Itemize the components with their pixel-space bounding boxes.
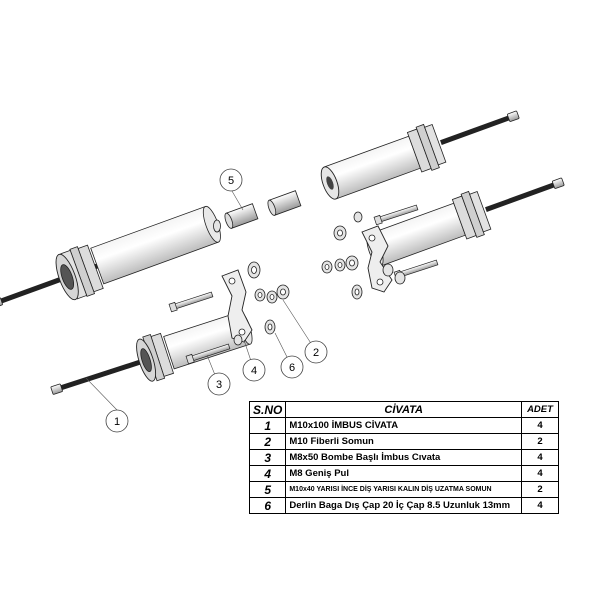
row-description: M10 Fiberli Somun	[285, 433, 522, 450]
row-quantity: 4	[521, 497, 559, 514]
frame-slider-right	[366, 177, 565, 267]
table-header-row: S.NO CİVATA ADET	[248, 401, 559, 418]
callout-label: 6	[289, 362, 295, 374]
frame-slider-upper-right	[320, 110, 520, 200]
extension-nut-pair	[224, 190, 302, 229]
callout-label: 1	[114, 416, 120, 428]
row-description: M8x50 Bombe Başlı İmbus Cıvata	[285, 449, 522, 466]
callout-5: 5	[219, 168, 243, 192]
row-quantity: 2	[521, 433, 559, 450]
header-no: S.NO	[248, 401, 287, 418]
row-number: 3	[248, 449, 287, 466]
callout-4: 4	[242, 358, 266, 382]
row-number: 5	[248, 481, 287, 498]
mounting-bracket-left	[221, 269, 253, 343]
callout-label: 5	[228, 175, 234, 187]
table-row: 6 Derlin Baga Dış Çap 20 İç Çap 8.5 Uzun…	[248, 497, 559, 514]
callout-label: 2	[313, 347, 319, 359]
row-quantity: 4	[521, 465, 559, 482]
frame-slider-lower-left	[50, 311, 253, 395]
row-quantity: 4	[521, 449, 559, 466]
table-row: 1 M10x100 İMBUS CİVATA 4	[248, 417, 559, 434]
callout-1: 1	[105, 409, 129, 433]
row-number: 4	[248, 465, 287, 482]
table-row: 2 M10 Fiberli Somun 2	[248, 433, 559, 450]
table-row: 5 M10x40 YARISI İNCE DİŞ YARISI KALIN Dİ…	[248, 481, 559, 498]
frame-slider-upper-left	[0, 205, 221, 309]
header-description: CİVATA	[285, 401, 522, 418]
mounting-bracket-right	[361, 225, 393, 293]
row-description: M10x40 YARISI İNCE DİŞ YARISI KALIN DİŞ …	[285, 481, 522, 498]
m8-bolts	[168, 204, 439, 365]
callout-3: 3	[207, 372, 231, 396]
header-quantity: ADET	[521, 401, 559, 418]
washers-and-spacers	[213, 211, 406, 346]
callout-2: 2	[304, 340, 328, 364]
bill-of-materials-table: S.NO CİVATA ADET 1 M10x100 İMBUS CİVATA …	[248, 401, 559, 514]
row-quantity: 4	[521, 417, 559, 434]
row-number: 1	[248, 417, 287, 434]
row-quantity: 2	[521, 481, 559, 498]
callout-label: 3	[216, 379, 222, 391]
row-description: M8 Geniş Pul	[285, 465, 522, 482]
row-number: 2	[248, 433, 287, 450]
row-description: M10x100 İMBUS CİVATA	[285, 417, 522, 434]
table-row: 3 M8x50 Bombe Başlı İmbus Cıvata 4	[248, 449, 559, 466]
callout-label: 4	[251, 365, 257, 377]
callout-6: 6	[280, 355, 304, 379]
table-row: 4 M8 Geniş Pul 4	[248, 465, 559, 482]
row-number: 6	[248, 497, 287, 514]
row-description: Derlin Baga Dış Çap 20 İç Çap 8.5 Uzunlu…	[285, 497, 522, 514]
